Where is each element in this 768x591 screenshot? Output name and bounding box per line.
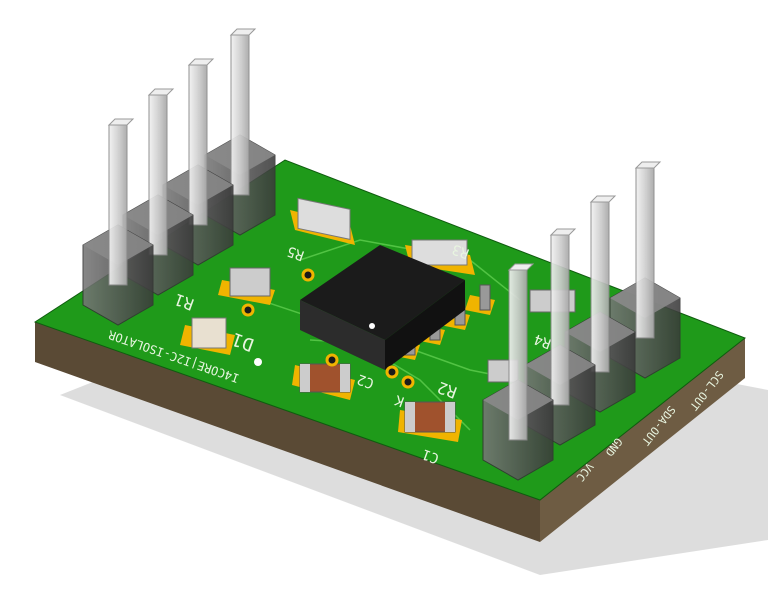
ic-soic8 [300, 245, 495, 370]
left-pin-header [82, 28, 276, 326]
c2-capacitor [292, 363, 355, 400]
label-c2: C2 [355, 370, 376, 391]
pin1-marker [254, 358, 262, 366]
d1-led [180, 317, 235, 355]
label-r5: R5 [285, 242, 306, 263]
header-pin [482, 263, 554, 481]
vias [241, 268, 415, 389]
board-front-edge [35, 322, 540, 542]
r5-resistor [290, 197, 355, 245]
label-r3: R3 [450, 240, 471, 261]
header-pin [82, 118, 154, 326]
c1-capacitor [398, 401, 462, 442]
right-pin-header [482, 161, 681, 481]
r1-resistor [218, 267, 275, 305]
label-c1: C1 [420, 445, 441, 466]
r3-resistor [405, 239, 475, 275]
label-r4: R4 [532, 330, 553, 351]
board-right-edge [540, 338, 745, 542]
